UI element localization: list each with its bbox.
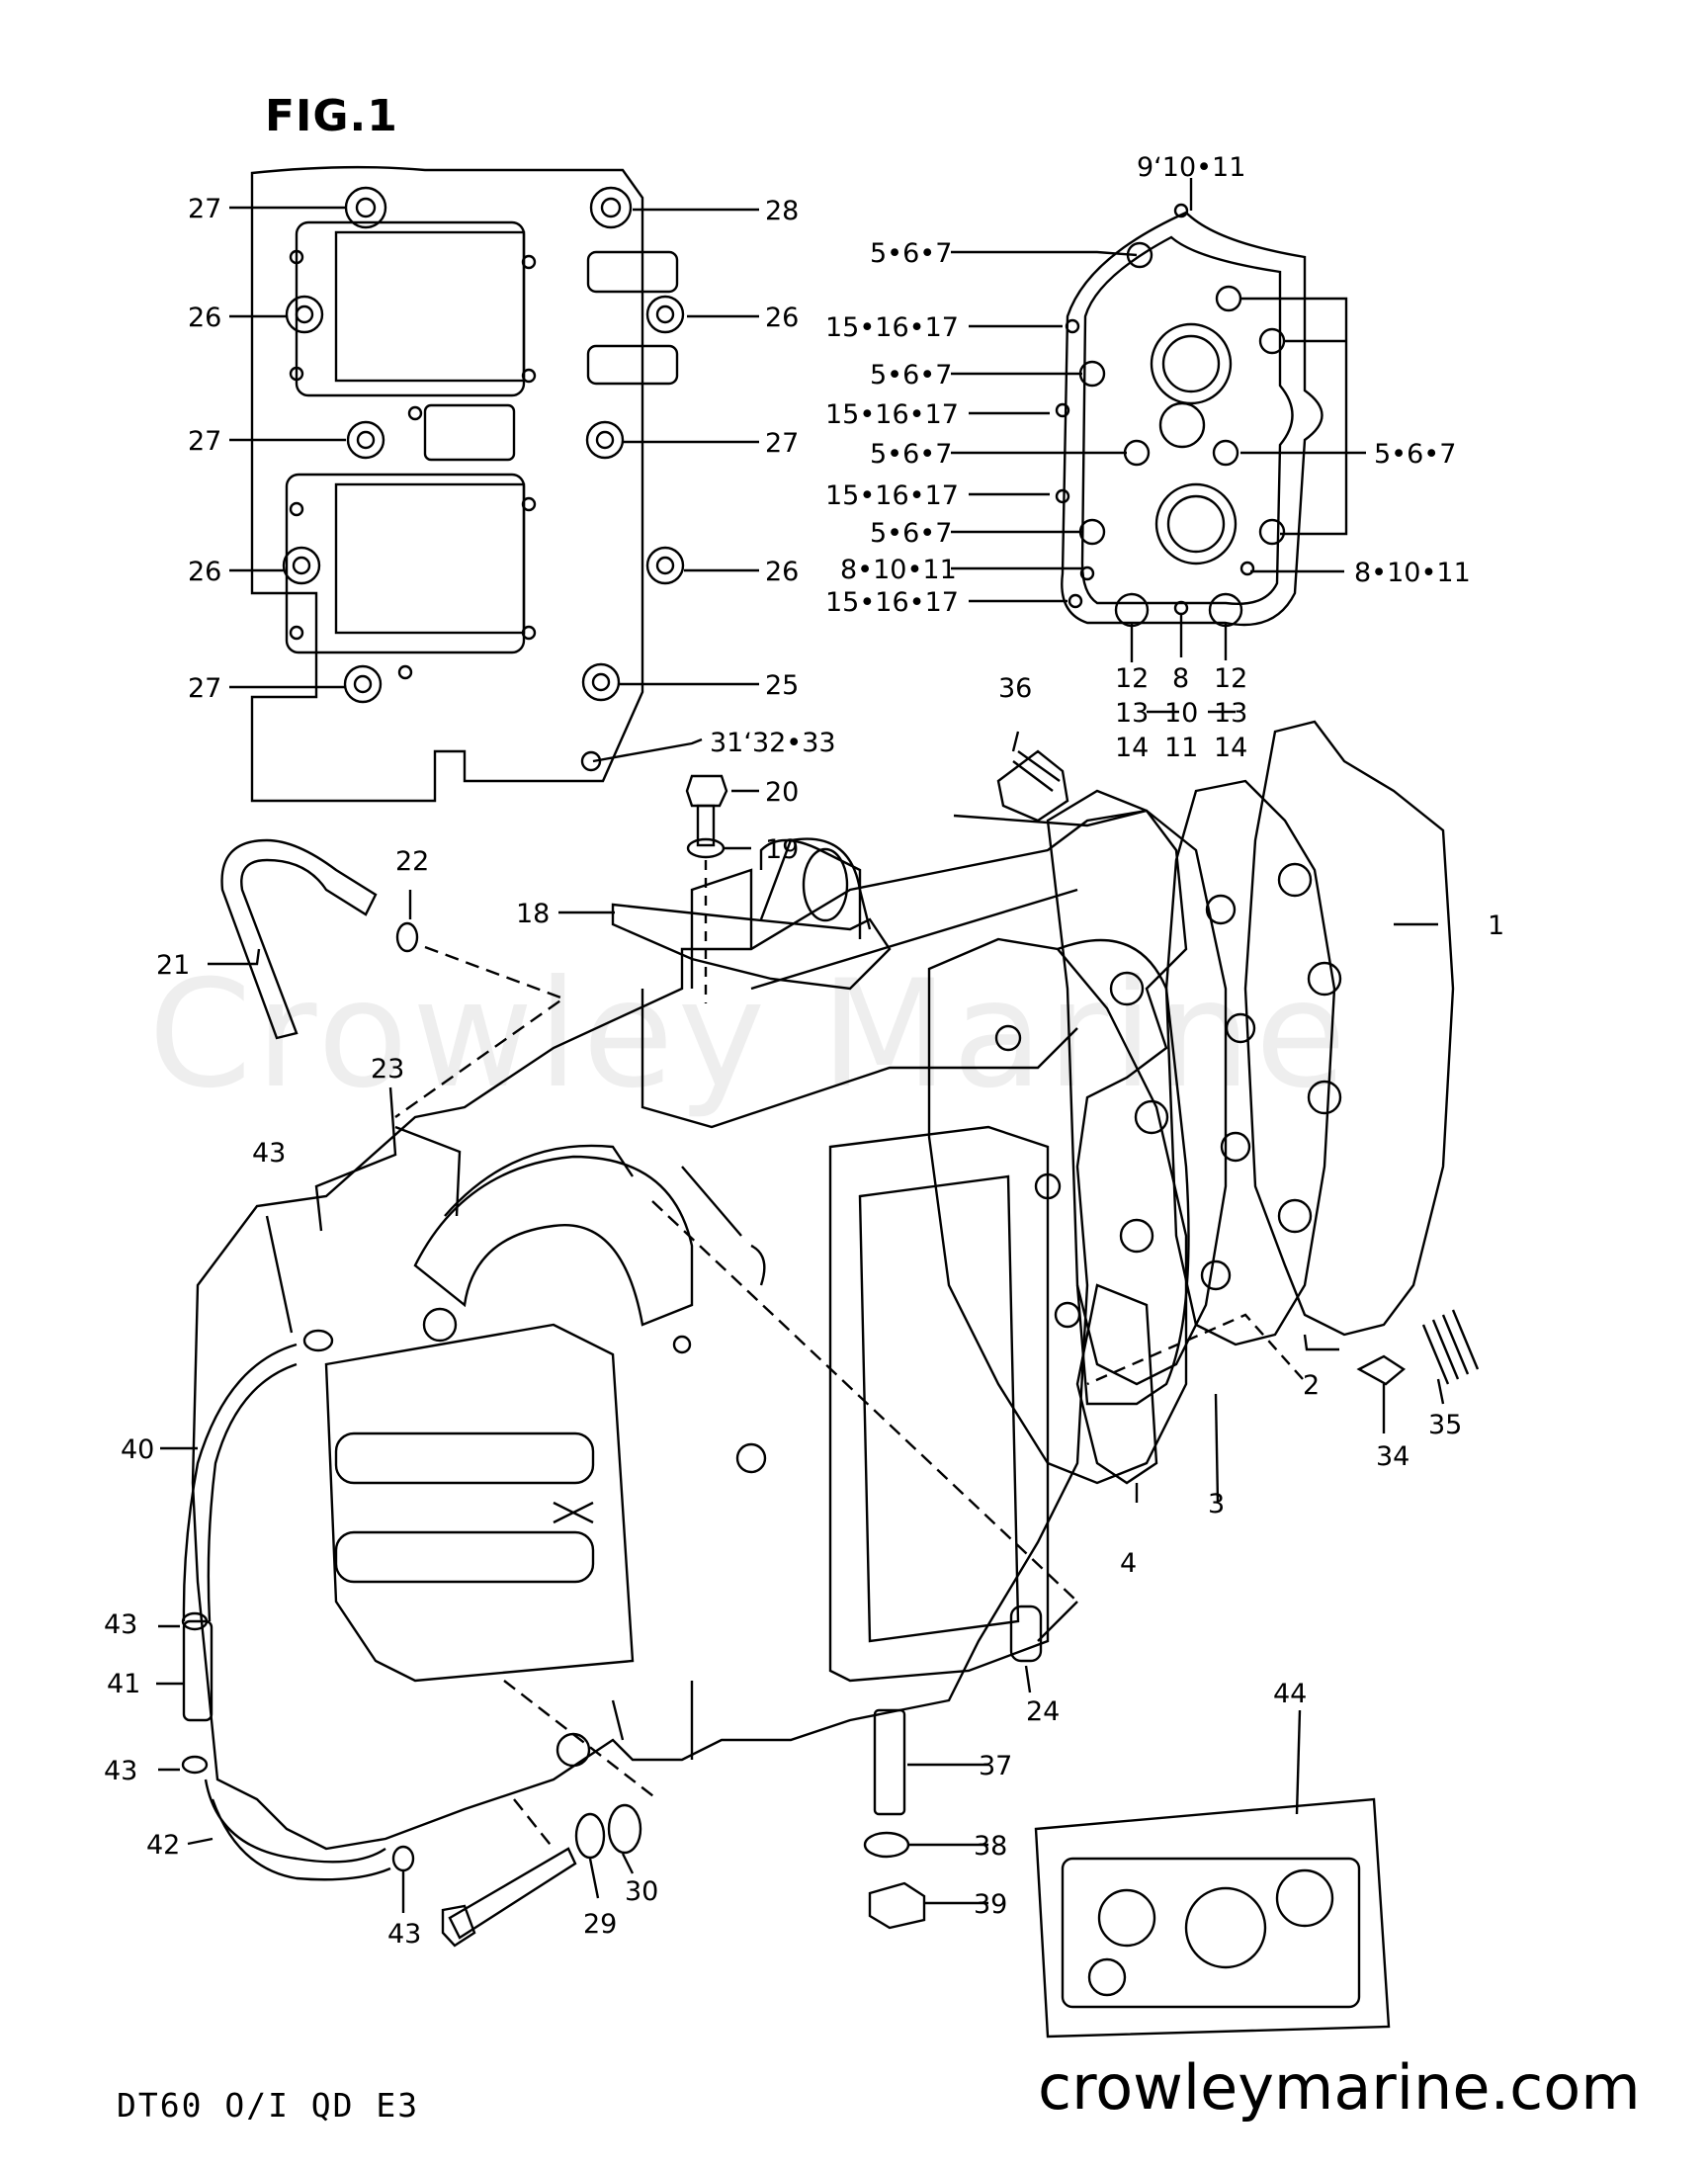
callout-13-right: 13 xyxy=(1214,698,1247,729)
callout-15-16-17-d: 15•16•17 xyxy=(825,587,959,618)
callout-21: 21 xyxy=(156,950,190,981)
callout-43-lower: 43 xyxy=(104,1756,137,1786)
callout-39: 39 xyxy=(974,1889,1007,1920)
callout-15-16-17-a: 15•16•17 xyxy=(825,312,959,343)
callout-43-bottom: 43 xyxy=(387,1919,421,1950)
callout-31-32-33: 31ʻ32•33 xyxy=(710,728,836,758)
small-parts xyxy=(181,749,1480,2039)
callout-26-upper-right: 26 xyxy=(765,303,799,333)
callout-24: 24 xyxy=(1026,1696,1060,1727)
callout-12-right: 12 xyxy=(1214,663,1247,694)
callout-35: 35 xyxy=(1428,1410,1462,1440)
callout-labels: 27 28 26 26 27 27 26 26 27 25 31ʻ32•33 9… xyxy=(104,152,1504,1950)
callout-5-6-7-d: 5•6•7 xyxy=(870,518,952,549)
cylinder-head-cover xyxy=(1055,203,1324,628)
callout-8-center: 8 xyxy=(1172,663,1189,694)
callout-5-6-7-b: 5•6•7 xyxy=(870,360,952,391)
callout-30: 30 xyxy=(625,1876,658,1907)
leader-lines xyxy=(156,178,1445,1913)
model-code: DT60 O/I QD E3 xyxy=(117,2086,420,2125)
callout-19: 19 xyxy=(765,834,799,865)
callout-15-16-17-c: 15•16•17 xyxy=(825,480,959,511)
callout-43-mid: 43 xyxy=(104,1609,137,1640)
cylinder-head-and-gaskets xyxy=(927,720,1455,1485)
callout-2: 2 xyxy=(1303,1370,1320,1401)
site-url: crowleymarine.com xyxy=(1038,2051,1641,2124)
callout-3: 3 xyxy=(1208,1489,1225,1519)
callout-9-10-11: 9ʻ10•11 xyxy=(1137,152,1245,183)
callout-41: 41 xyxy=(107,1669,140,1699)
callout-23: 23 xyxy=(371,1054,404,1085)
callout-15-16-17-b: 15•16•17 xyxy=(825,399,959,430)
callout-27-mid-right: 27 xyxy=(765,428,799,459)
crankcase-cylinder-block xyxy=(191,809,1190,1851)
callout-13-left: 13 xyxy=(1115,698,1149,729)
callout-14-left: 14 xyxy=(1115,733,1149,763)
callout-25: 25 xyxy=(765,670,799,701)
callout-11-center: 11 xyxy=(1164,733,1198,763)
callout-28: 28 xyxy=(765,196,799,226)
callout-8-10-11-left: 8•10•11 xyxy=(840,555,957,585)
callout-38: 38 xyxy=(974,1831,1007,1862)
callout-42: 42 xyxy=(146,1830,180,1861)
callout-40: 40 xyxy=(121,1434,154,1465)
callout-22: 22 xyxy=(395,846,429,877)
callout-1: 1 xyxy=(1488,911,1504,941)
callout-5-6-7-a: 5•6•7 xyxy=(870,238,952,269)
callout-43-upper: 43 xyxy=(252,1138,286,1169)
callout-5-6-7-c: 5•6•7 xyxy=(870,439,952,470)
callout-34: 34 xyxy=(1376,1441,1409,1472)
callout-27-mid-left: 27 xyxy=(188,426,221,457)
callout-26-lower-right: 26 xyxy=(765,557,799,587)
figure-title: FIG.1 xyxy=(265,91,398,141)
callout-20: 20 xyxy=(765,777,799,808)
callout-5-6-7-right: 5•6•7 xyxy=(1374,439,1456,470)
watermark: Crowley Marine xyxy=(148,949,1351,1121)
callout-36: 36 xyxy=(998,673,1032,704)
callout-18: 18 xyxy=(516,899,550,929)
callout-14-right: 14 xyxy=(1214,733,1247,763)
callout-10-center: 10 xyxy=(1164,698,1198,729)
callout-8-10-11-right: 8•10•11 xyxy=(1354,558,1471,588)
callout-27-top-left: 27 xyxy=(188,194,221,224)
callout-26-lower-left: 26 xyxy=(188,557,221,587)
callout-4: 4 xyxy=(1120,1548,1137,1579)
callout-37: 37 xyxy=(979,1751,1012,1781)
callout-12-left: 12 xyxy=(1115,663,1149,694)
callout-27-bottom-left: 27 xyxy=(188,673,221,704)
callout-44: 44 xyxy=(1273,1679,1307,1709)
reed-valve-gasket-plate xyxy=(250,165,685,803)
callout-29: 29 xyxy=(583,1909,617,1940)
callout-26-upper-left: 26 xyxy=(188,303,221,333)
